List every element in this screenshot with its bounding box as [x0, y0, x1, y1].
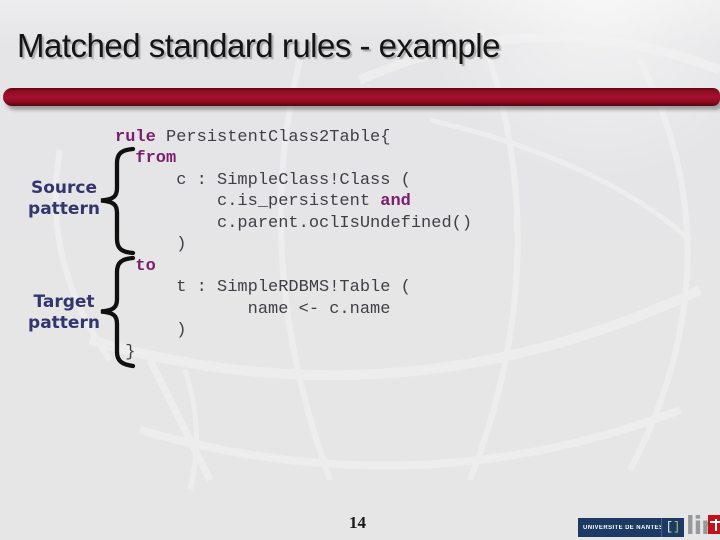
bracket-right-glyph: ] — [673, 520, 681, 534]
code-text: PersistentClass2Table{ — [166, 128, 391, 147]
code-keyword: from — [135, 149, 177, 169]
code-keyword: to — [135, 256, 156, 276]
code-text: c : SimpleClass!Class ( — [115, 170, 411, 190]
page-number: 14 — [349, 513, 366, 532]
code-text: ) — [115, 321, 187, 341]
accent-bar — [3, 88, 720, 106]
nantes-logo-box: UNIVERSITÉ DE NANTES [] — [578, 518, 684, 537]
code-text: t : SimpleRDBMS!Table ( — [115, 278, 411, 298]
target-pattern-label: Target pattern — [28, 292, 100, 333]
nantes-logo-text: UNIVERSITÉ DE NANTES — [583, 524, 661, 531]
bracket-icon: [] — [661, 518, 684, 537]
lina-plus-icon — [708, 515, 720, 534]
source-pattern-label: Source pattern — [28, 178, 100, 219]
code-text — [115, 149, 135, 168]
bracket-left-glyph: [ — [665, 520, 673, 534]
code-text: name <- c.name — [115, 299, 391, 319]
code-block: rule PersistentClass2Table{ from c : Sim… — [115, 127, 472, 363]
code-text: } — [115, 342, 136, 362]
code-text — [115, 257, 135, 276]
university-logo: UNIVERSITÉ DE NANTES [] lin — [578, 511, 720, 540]
code-text: c.parent.oclIsUndefined() — [115, 213, 473, 233]
code-text: c.is_persistent — [115, 192, 381, 212]
code-keyword: rule — [115, 128, 167, 147]
code-text: ) — [115, 235, 187, 255]
code-keyword: and — [380, 192, 411, 212]
slide-title: Matched standard rules - example — [17, 27, 500, 64]
